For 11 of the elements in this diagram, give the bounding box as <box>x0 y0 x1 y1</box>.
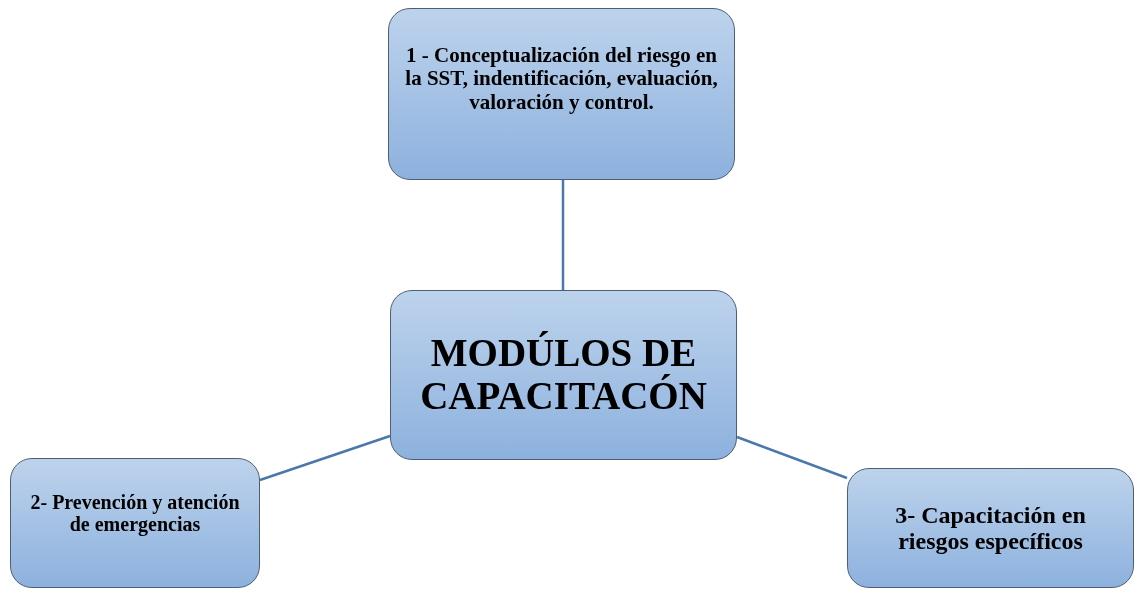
topic-box <box>847 468 1134 588</box>
topic-text: 1 - Conceptualización del riesgo en la SST, indentificación, evaluación, valoración y control. <box>404 44 719 114</box>
topic-text: 3- Capacitación en riesgos específicos <box>894 501 1087 555</box>
topic-text: MODÚLOS DE CAPACITACÓN <box>419 332 708 418</box>
connector-line <box>259 434 391 482</box>
connector-line <box>561 180 565 290</box>
topic-text: 2- Prevención y atención de emergencias <box>29 491 241 535</box>
topic-box <box>10 458 260 588</box>
topic-box <box>388 8 735 180</box>
topic-box <box>390 290 737 460</box>
connector-line <box>736 435 848 480</box>
